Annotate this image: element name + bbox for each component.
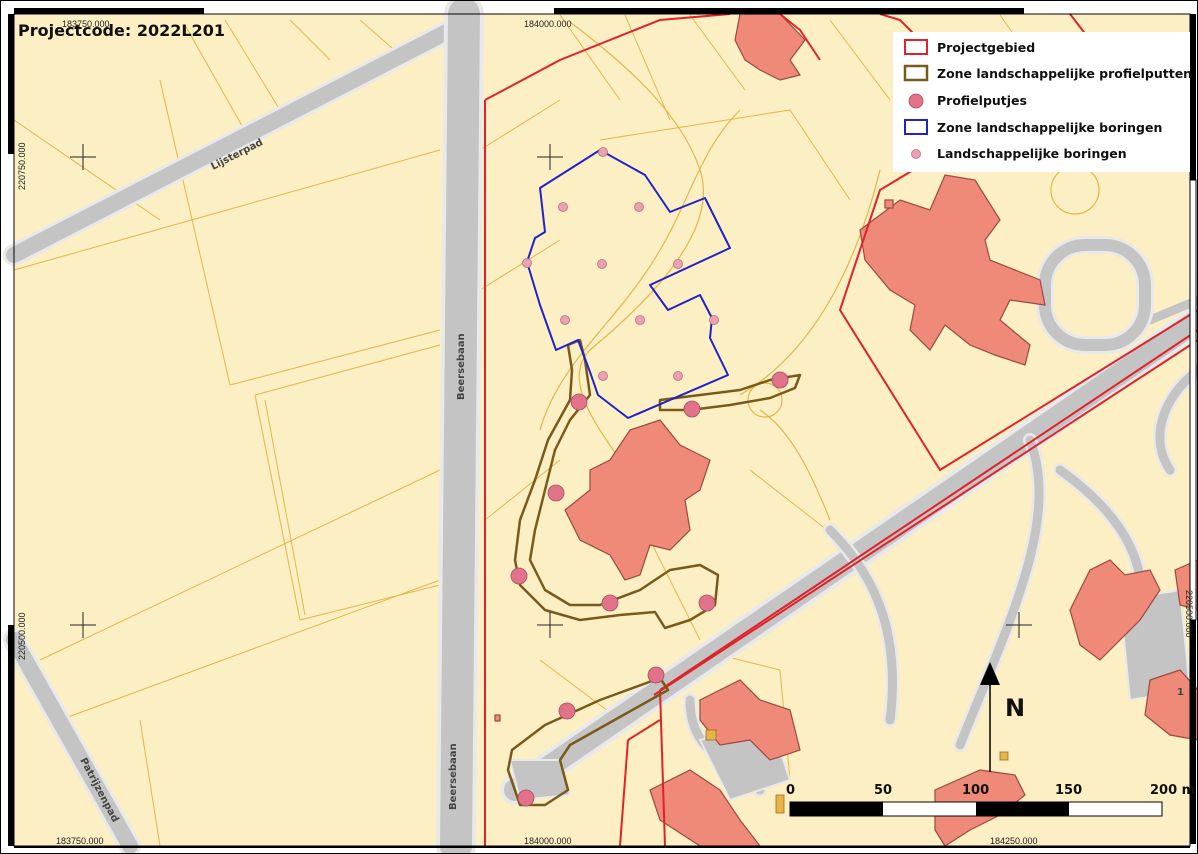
boring-zone <box>526 149 731 419</box>
profile-pit-zone <box>513 338 720 630</box>
profile-pit-zone-south <box>506 676 670 807</box>
project-area <box>484 13 1198 847</box>
project-code: Projectcode: 2022L201 <box>18 21 225 40</box>
scale-label-200: 200 m <box>1150 783 1195 798</box>
hatched-features <box>705 729 1009 814</box>
scale-bar: 0 50 100 150 200 m <box>786 783 1195 817</box>
grid-crosses <box>70 144 1032 638</box>
legend-item-borings: Landschappelijke boringen <box>911 146 1127 161</box>
north-arrow-icon: N <box>980 662 1025 772</box>
coord-top-1: 183750.000 <box>62 19 110 29</box>
legend-label-borings: Landschappelijke boringen <box>937 146 1127 161</box>
legend-item-profile-zone: Zone landschappelijke profielputten <box>903 64 1192 82</box>
legend-label-boring-zone: Zone landschappelijke boringen <box>937 120 1162 135</box>
scale-label-100: 100 <box>962 783 989 798</box>
street-label-beersebaan-south: Beersebaan <box>448 743 459 810</box>
coord-left-2: 220500.000 <box>17 612 27 660</box>
legend: Projectgebied Zone landschappelijke prof… <box>893 32 1192 172</box>
profile-pits <box>510 371 789 807</box>
scale-label-150: 150 <box>1055 783 1082 798</box>
buildings <box>494 13 1198 847</box>
coord-bottom-3: 184250.000 <box>990 836 1038 846</box>
street-label-beersebaan-north: Beersebaan <box>456 333 467 400</box>
north-label: N <box>1005 694 1025 722</box>
coord-left-1: 220750.000 <box>17 142 27 190</box>
landscape-borings <box>522 147 719 381</box>
legend-label-profile-zone: Zone landschappelijke profielputten <box>937 66 1192 81</box>
coord-bottom-1: 183750.000 <box>56 836 104 846</box>
legend-label-profile-pits: Profielputjes <box>937 93 1027 108</box>
legend-item-project-area: Projectgebied <box>904 39 1035 55</box>
legend-label-project-area: Projectgebied <box>937 40 1035 55</box>
roads <box>3 0 1198 854</box>
coord-bottom-2: 184000.000 <box>524 836 572 846</box>
coord-top-2: 184000.000 <box>524 19 572 29</box>
profile-pit-zone-east <box>658 373 802 412</box>
coord-right-1: 220500.000 <box>1184 590 1194 638</box>
parcel-lines <box>13 14 1061 847</box>
scale-label-50: 50 <box>874 783 892 798</box>
scale-label-0: 0 <box>786 783 795 798</box>
building-number-label: 1 <box>1177 687 1184 698</box>
legend-item-profile-pits: Profielputjes <box>908 93 1027 109</box>
legend-item-boring-zone: Zone landschappelijke boringen <box>904 119 1162 135</box>
